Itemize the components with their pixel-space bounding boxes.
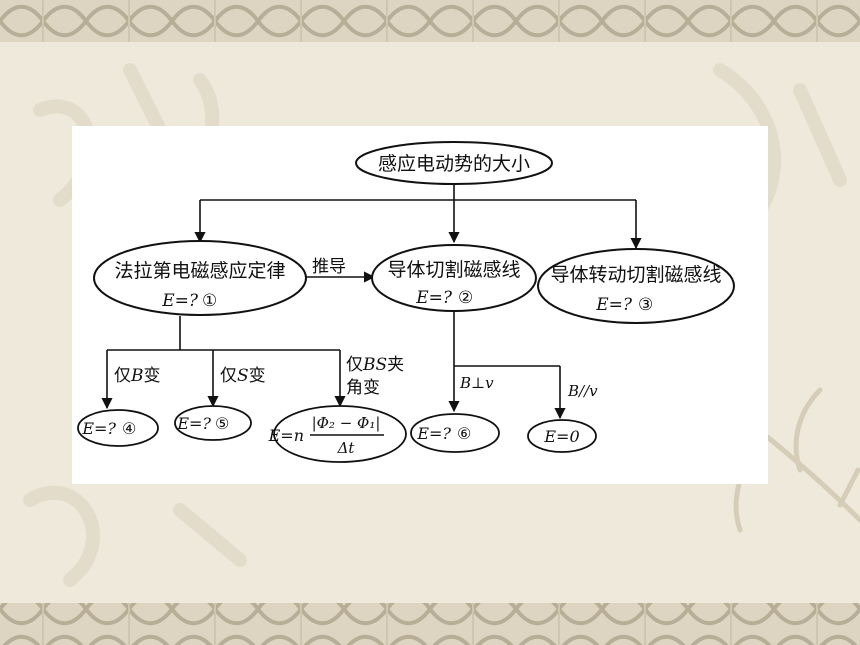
node-faraday-shape — [93, 240, 307, 316]
edge-b-perp-v-v: v — [485, 374, 494, 392]
node-parallel: E=0 — [527, 419, 597, 453]
edge-only-b-label: 仅B变 — [114, 366, 161, 386]
edge-only-s-suffix: 变 — [249, 366, 266, 386]
node-parallel-shape — [527, 419, 597, 453]
node-root-label: 感应电动势的大小 — [378, 153, 530, 175]
node-perpendicular-formula: E=? — [416, 424, 451, 443]
node-faraday-formula: E=? — [161, 291, 199, 311]
node-cutting-title: 导体切割磁感线 — [387, 259, 520, 281]
bottom-border-band — [0, 603, 860, 645]
node-perpendicular: E=? ⑥ — [410, 413, 500, 453]
edge-only-bs-line2: 角变 — [346, 378, 380, 398]
node-rotating-title: 导体转动切割磁感线 — [550, 264, 721, 286]
node-angle-change-denominator: Δt — [337, 439, 356, 457]
connectors — [101, 184, 642, 420]
node-s-change-formula: E=? — [176, 414, 211, 433]
node-b-change-formula: E=? — [81, 419, 116, 438]
node-s-change-shape — [174, 405, 252, 441]
edge-only-bs-label: 仅BS夹 — [346, 355, 404, 375]
concept-map: 感应电动势的大小 法拉第电磁感应定律 E=? ① 推导 导体切割磁感线 E=? … — [77, 141, 735, 463]
node-faraday: 法拉第电磁感应定律 E=? ① — [93, 240, 307, 316]
node-cutting-mark: ② — [458, 288, 473, 308]
edge-b-par-v-b: B — [567, 382, 579, 400]
edge-only-b-prefix: 仅 — [114, 366, 131, 386]
node-angle-change: E=n |Φ₂ − Φ₁| Δt — [268, 405, 407, 463]
node-rotating: 导体转动切割磁感线 E=? ③ — [537, 248, 735, 324]
edge-only-bs-suffix: 夹 — [387, 355, 404, 375]
node-b-change-shape — [77, 409, 159, 447]
edge-b-par-v-v: v — [589, 382, 598, 400]
node-cutting: 导体切割磁感线 E=? ② — [371, 244, 537, 312]
edge-only-b-var: B — [130, 366, 144, 386]
node-s-change: E=? ⑤ — [174, 405, 252, 441]
edge-only-s-prefix: 仅 — [220, 366, 237, 386]
node-cutting-shape — [371, 244, 537, 312]
edge-only-bs-prefix: 仅 — [346, 355, 363, 375]
edge-only-b-suffix: 变 — [144, 366, 161, 386]
node-cutting-formula: E=? — [415, 288, 453, 308]
diagram-panel: 感应电动势的大小 法拉第电磁感应定律 E=? ① 推导 导体切割磁感线 E=? … — [72, 126, 768, 484]
edge-derive-label: 推导 — [312, 257, 346, 277]
edge-b-par-v-label: B//v — [567, 382, 598, 400]
top-border-band — [0, 0, 860, 42]
edge-b-perp-v-label: B⊥v — [459, 374, 494, 392]
edge-only-s-var: S — [237, 366, 249, 386]
node-rotating-shape — [537, 248, 735, 324]
node-s-change-mark: ⑤ — [215, 414, 229, 433]
node-rotating-mark: ③ — [638, 295, 653, 315]
edge-b-par-v-sym: // — [577, 382, 591, 400]
node-b-change-mark: ④ — [122, 419, 136, 438]
edge-b-perp-v-b: B — [459, 374, 471, 392]
node-angle-change-shape — [273, 405, 407, 463]
node-parallel-formula: E=0 — [543, 427, 579, 446]
node-root: 感应电动势的大小 — [355, 141, 553, 185]
edge-only-bs-var: BS — [362, 355, 387, 375]
node-rotating-formula: E=? — [595, 295, 633, 315]
edge-only-s-label: 仅S变 — [220, 366, 266, 386]
node-perpendicular-mark: ⑥ — [457, 424, 471, 443]
node-b-change: E=? ④ — [77, 409, 159, 447]
node-faraday-mark: ① — [202, 291, 217, 311]
node-angle-change-numerator: |Φ₂ − Φ₁| — [312, 414, 381, 432]
edge-b-perp-v-sym: ⊥ — [471, 374, 485, 392]
node-root-shape — [355, 141, 553, 185]
node-angle-change-lhs: E=n — [268, 426, 304, 445]
node-perpendicular-shape — [410, 413, 500, 453]
node-faraday-title: 法拉第电磁感应定律 — [114, 260, 285, 282]
